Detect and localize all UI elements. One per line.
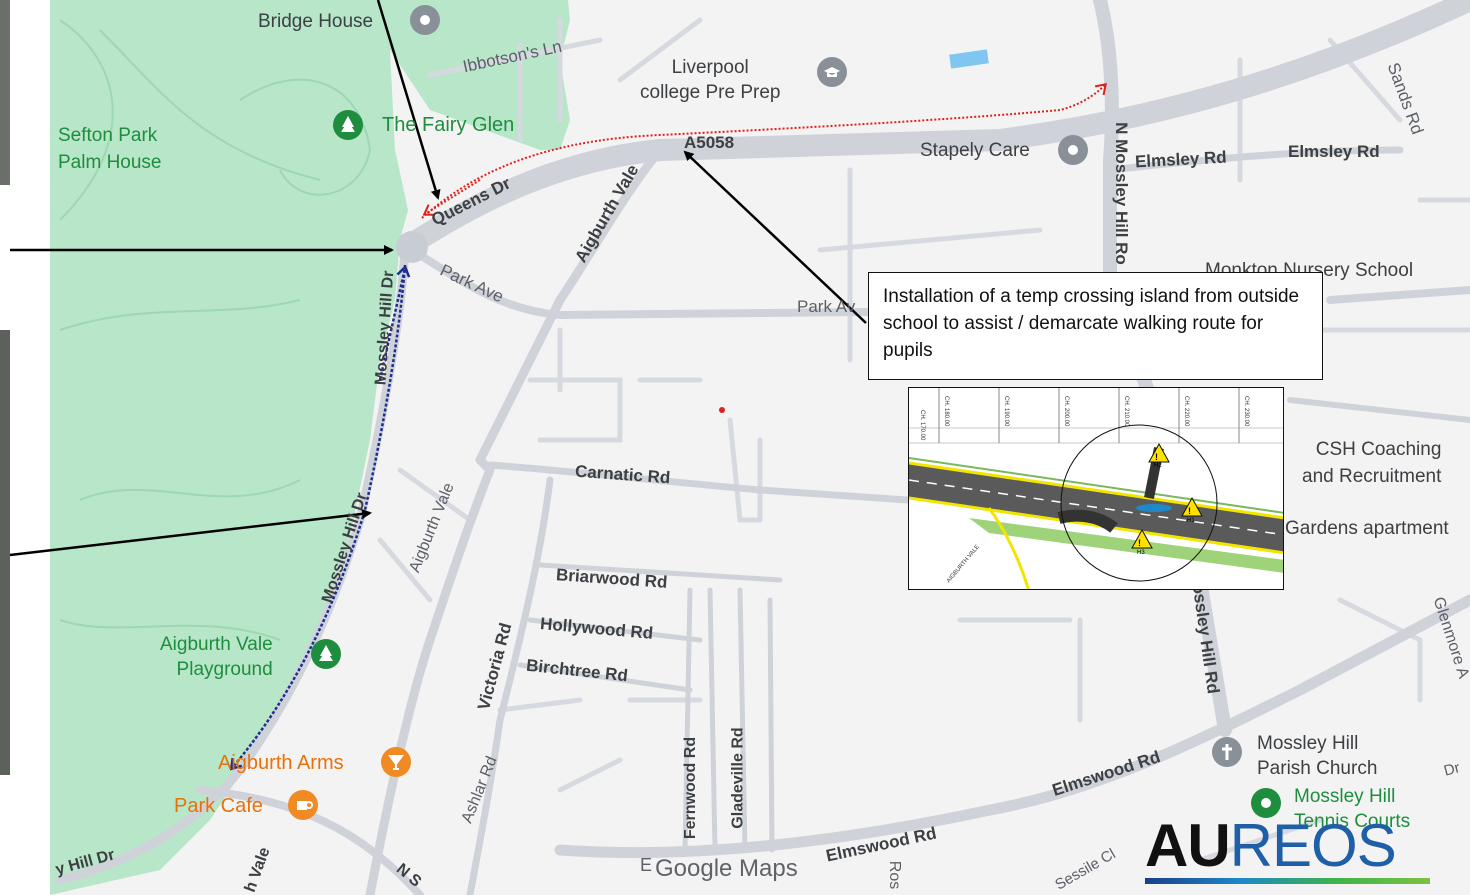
aigburth-vale-playground-label: Aigburth Vale Playground (160, 634, 273, 680)
elmswood-rd-road (554, 594, 1470, 859)
briarwood-rd-road (517, 562, 783, 693)
cocktail-icon (381, 747, 411, 777)
walking-route-red-start (422, 179, 481, 216)
fernwood-rd-road (682, 587, 775, 853)
logo-text-b: REOS (1229, 812, 1397, 879)
mossley-hill-tennis-label: Mossley Hill Tennis Courts (1294, 786, 1411, 832)
logo-gradient-bar (1145, 878, 1430, 884)
tennis-icon (1251, 788, 1281, 818)
hazard-tag: H1 (1187, 518, 1195, 524)
queens-dr-road (399, 0, 1470, 256)
gladeville-rd-label: Gladeville Rd (729, 727, 747, 829)
mossley-hill-dr-road (55, 245, 410, 885)
location-dot (719, 407, 725, 413)
google-maps-attribution: Google Maps (655, 855, 798, 882)
ros-label: Ros (886, 860, 904, 890)
annotation-arrow-3 (9, 508, 372, 557)
dr-edge-label: Dr (1442, 759, 1462, 780)
aigburth-arms-label: Aigburth Arms (218, 752, 344, 774)
inset-svg: CH. 170.00 CH. 180.00 CH. 190.00 CH. 200… (909, 388, 1283, 589)
aigburth-vale-road (365, 145, 665, 895)
csh-coaching-label: CSH Coaching and Recruitment (1302, 439, 1442, 487)
graduation-cap-icon (817, 57, 847, 87)
logo-text-a: AU (1145, 812, 1231, 879)
hazard-warning-icon: ! H2 (1148, 442, 1170, 469)
victoria-rd-road (466, 476, 554, 895)
chainage-label: CH. 220.00 (1183, 396, 1189, 427)
svg-text:!: ! (1188, 506, 1191, 516)
walking-route-red (421, 83, 1107, 219)
hazard-tag: H3 (1137, 550, 1145, 556)
park-cafe-label: Park Cafe (174, 795, 263, 817)
bridge-house-label: Bridge House (258, 11, 374, 32)
crossing-island (1136, 504, 1172, 512)
mossley-hill-church-label: Mossley Hill Parish Church (1257, 733, 1378, 779)
walking-route-blue-start (378, 268, 405, 381)
chainage-label: CH. 210.00 (1123, 396, 1129, 427)
fernwood-rd-label: Fernwood Rd (682, 736, 700, 840)
aureos-logo: AUREOS (1145, 816, 1445, 888)
chainage-label: CH. 230.00 (1243, 396, 1249, 427)
svg-text:!: ! (1155, 452, 1158, 462)
church-icon (1212, 737, 1242, 767)
crossing-island-callout: Installation of a temp crossing island f… (868, 272, 1323, 380)
a5058-label: A5058 (684, 133, 735, 152)
sefton-park-area (50, 0, 570, 895)
hazard-warning-icon: ! H3 (1131, 528, 1153, 556)
chainage-label: CH. 180.00 (943, 396, 949, 427)
sefton-park-palm-house-label: Sefton Park Palm House (58, 125, 162, 173)
liverpool-college-label: Liverpool college Pre Prep (640, 57, 781, 103)
playground-tree-icon (311, 639, 341, 669)
park-ave-2-label: Park Av (797, 297, 856, 316)
park-paths (59, 19, 372, 641)
water-feature (949, 49, 989, 69)
right-ave (1287, 397, 1470, 423)
carnatic-rd-road (486, 461, 912, 504)
annotation-arrow-4 (683, 150, 867, 324)
gardens-apartment-label: Gardens apartment (1285, 518, 1449, 539)
tree-icon (333, 110, 363, 140)
hazard-tag: H2 (1154, 463, 1162, 469)
hazard-warning-icon: ! H1 (1181, 496, 1203, 524)
callout-text: Installation of a temp crossing island f… (883, 286, 1300, 361)
left-photo-strip-2 (0, 330, 10, 775)
e-edge-label: E (640, 855, 653, 875)
elmsley-rd-2-label: Elmsley Rd (1288, 142, 1380, 161)
elmsley-rd-1-label: Elmsley Rd (1134, 147, 1228, 172)
elmsley-rd-road (1106, 146, 1404, 174)
stapely-care-icon (1058, 135, 1088, 165)
fairy-glen-label: The Fairy Glen (382, 114, 515, 136)
left-photo-strip-1 (0, 0, 10, 185)
lower-left-road (196, 786, 424, 895)
svg-text:!: ! (1138, 538, 1141, 548)
roundabout (396, 231, 428, 263)
crossing-island-drawing: CH. 170.00 CH. 180.00 CH. 190.00 CH. 200… (908, 387, 1284, 590)
bridge-house-icon (410, 5, 440, 35)
chainage-label: CH. 170.00 (919, 410, 925, 441)
cafe-cup-icon (288, 790, 318, 820)
chainage-label: CH. 200.00 (1063, 396, 1069, 427)
annotation-arrow-1 (376, 0, 441, 200)
chainage-label: CH. 190.00 (1003, 396, 1009, 427)
stapely-care-label: Stapely Care (920, 140, 1030, 161)
n-mossley-hill-rd-label: N Mossley Hill Ro (1111, 122, 1131, 265)
